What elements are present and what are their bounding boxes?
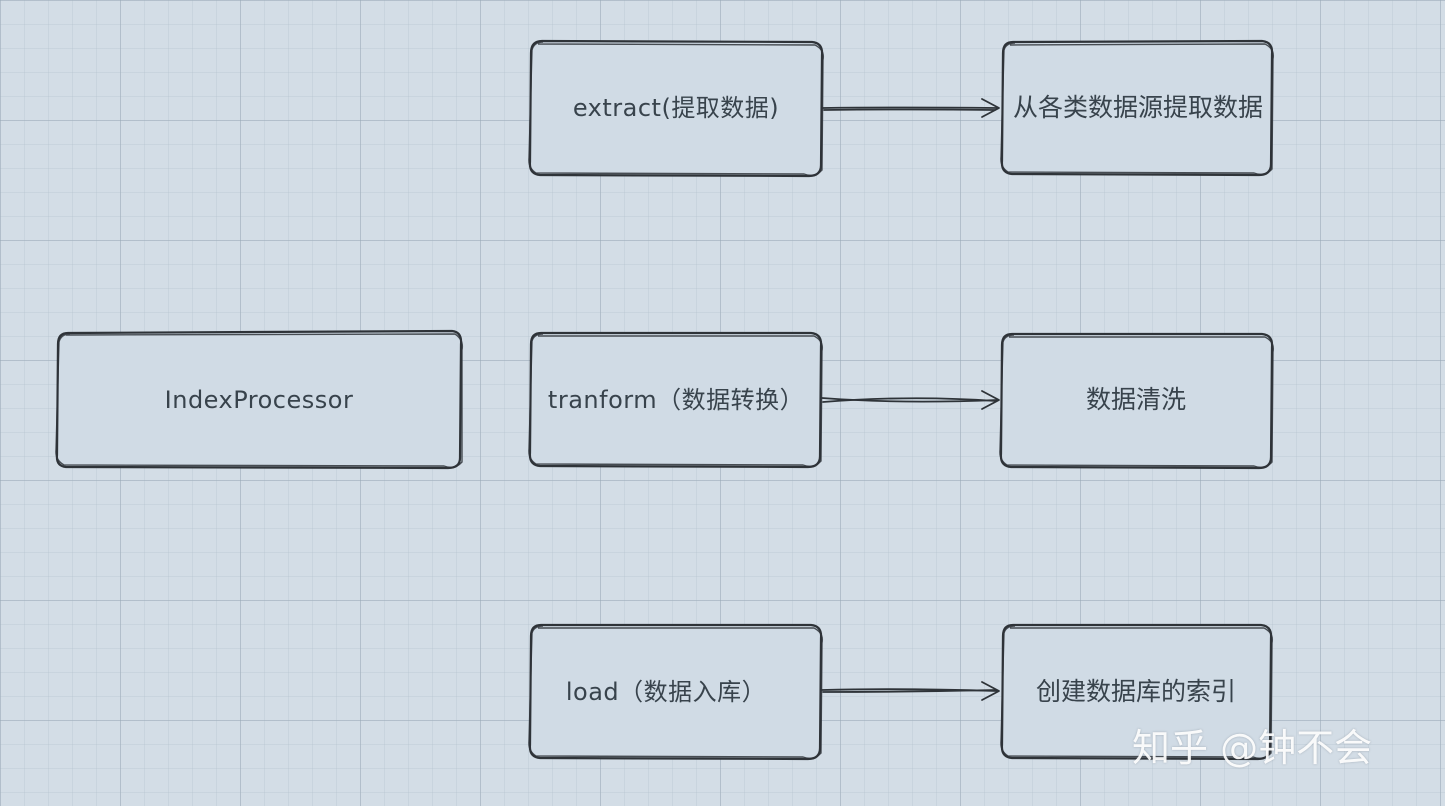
load-desc-label: 创建数据库的索引	[1035, 677, 1236, 706]
transform-box[interactable]	[528, 331, 824, 469]
arrow-transform	[821, 390, 1000, 410]
extract-desc-label: 从各类数据源提取数据	[1012, 93, 1263, 122]
extract-box[interactable]	[528, 39, 825, 178]
load-desc-box[interactable]	[1000, 623, 1274, 761]
index-processor-box[interactable]	[55, 329, 464, 470]
load-label: load（数据入库）	[565, 678, 767, 706]
transform-desc-label: 数据清洗	[1085, 385, 1186, 414]
extract-label: extract(提取数据)	[572, 94, 780, 122]
load-box[interactable]	[528, 623, 824, 761]
watermark-text: 知乎 @钟不会	[1132, 726, 1373, 770]
arrow-load	[821, 681, 1000, 701]
arrow-extract	[822, 98, 1000, 118]
transform-desc-box[interactable]	[999, 332, 1275, 470]
transform-label: tranform（数据转换）	[547, 386, 805, 414]
extract-desc-box[interactable]	[1000, 39, 1275, 177]
index-processor-label: IndexProcessor	[164, 386, 354, 414]
